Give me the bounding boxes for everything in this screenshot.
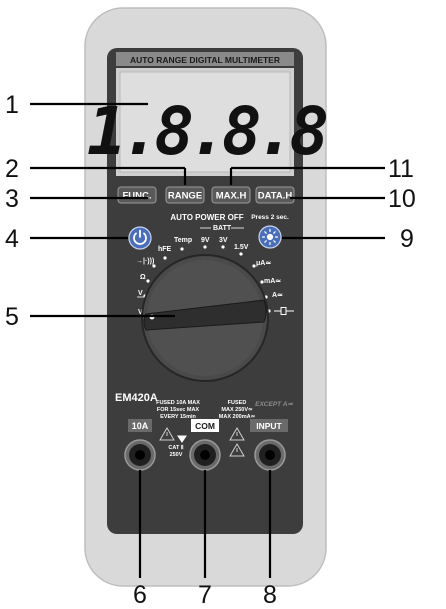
fuse-10a-line-2: FOR 15sec MAX bbox=[157, 407, 200, 413]
callout-9: 9 bbox=[400, 225, 414, 253]
jack-label-bg-com bbox=[191, 419, 219, 432]
callout-11: 11 bbox=[388, 155, 414, 183]
dial-label-vac: V bbox=[138, 309, 143, 316]
model-label: EM420A bbox=[115, 392, 158, 404]
fuse-10a-line-1: FUSED 10A MAX bbox=[156, 400, 200, 406]
jack-input[interactable] bbox=[254, 439, 286, 471]
probe-icon bbox=[274, 307, 294, 315]
callout-7: 7 bbox=[198, 581, 212, 609]
data-hold-button[interactable]: DATA.H bbox=[255, 186, 295, 204]
jack-label-com: COM bbox=[195, 421, 215, 431]
dial-label-9v: 9V bbox=[201, 237, 210, 244]
callout-2: 2 bbox=[5, 155, 19, 183]
dial-label-ua: μA≃ bbox=[256, 260, 271, 267]
callout-8: 8 bbox=[263, 581, 277, 609]
dial-label-diode: →|·))) bbox=[136, 258, 154, 265]
cat-rating-line-1: CAT Ⅱ bbox=[168, 444, 183, 451]
rotary-selector[interactable] bbox=[141, 254, 269, 382]
callout-10: 10 bbox=[388, 185, 416, 213]
press-hint-label: Press 2 sec. bbox=[251, 214, 289, 221]
jack-label-bg-input bbox=[250, 419, 288, 432]
callout-1: 1 bbox=[5, 91, 19, 119]
fuse-input-line-1: FUSED bbox=[228, 400, 247, 406]
fuse-10a-line-3: EVERY 15min bbox=[160, 414, 196, 420]
power-icon bbox=[133, 229, 147, 245]
func-button[interactable]: FUNC. bbox=[117, 186, 157, 204]
device-title: AUTO RANGE DIGITAL MULTIMETER bbox=[130, 55, 280, 65]
max-hold-button-label: MAX.H bbox=[216, 191, 247, 202]
jack-com[interactable] bbox=[189, 439, 221, 471]
dial-label-ohm: Ω bbox=[140, 274, 146, 281]
dial-label-1-5v: 1.5V bbox=[234, 244, 249, 251]
backlight-button[interactable] bbox=[258, 225, 282, 249]
range-button[interactable]: RANGE bbox=[165, 186, 205, 204]
title-strip bbox=[116, 52, 294, 66]
dial-label-ma: mA≃ bbox=[264, 278, 281, 285]
cat-rating-line-2: 250V bbox=[170, 452, 183, 458]
power-button[interactable] bbox=[128, 226, 152, 250]
jack-label-10a: 10A bbox=[132, 421, 149, 431]
except-note: EXCEPT A≃ bbox=[255, 401, 293, 408]
warning-icon bbox=[159, 427, 175, 441]
lcd-display bbox=[119, 71, 291, 173]
callout-5: 5 bbox=[5, 303, 19, 331]
callout-lines bbox=[30, 102, 385, 578]
dial-label-temp: Temp bbox=[174, 237, 192, 244]
dial-label-a: A≃ bbox=[272, 292, 283, 299]
dial-label-3v: 3V bbox=[219, 237, 228, 244]
lcd-reading: 1.8.8.8 bbox=[87, 93, 326, 170]
warning-icon bbox=[229, 443, 245, 457]
auto-power-off-label: AUTO POWER OFF bbox=[170, 213, 243, 222]
jack-10a[interactable] bbox=[124, 439, 156, 471]
jack-label-input: INPUT bbox=[256, 421, 282, 431]
callout-3: 3 bbox=[5, 185, 19, 213]
jack-label-bg-10a bbox=[128, 419, 152, 432]
data-hold-button-label: DATA.H bbox=[258, 191, 293, 202]
range-button-label: RANGE bbox=[168, 191, 202, 202]
fuse-input-line-2: MAX 250V≃ bbox=[221, 407, 253, 413]
ground-icon bbox=[177, 435, 187, 443]
dial-label-hfe: hFE bbox=[158, 246, 172, 253]
fuse-input-line-3: MAX 200mA≃ bbox=[219, 414, 256, 420]
func-button-label: FUNC. bbox=[122, 191, 151, 202]
max-hold-button[interactable]: MAX.H bbox=[211, 186, 251, 204]
dial-label-vdc: V bbox=[138, 290, 143, 297]
warning-icon bbox=[229, 427, 245, 441]
callout-4: 4 bbox=[5, 225, 19, 253]
dial-label-batt: BATT bbox=[213, 225, 232, 232]
callout-6: 6 bbox=[133, 581, 147, 609]
backlight-icon bbox=[261, 228, 279, 246]
